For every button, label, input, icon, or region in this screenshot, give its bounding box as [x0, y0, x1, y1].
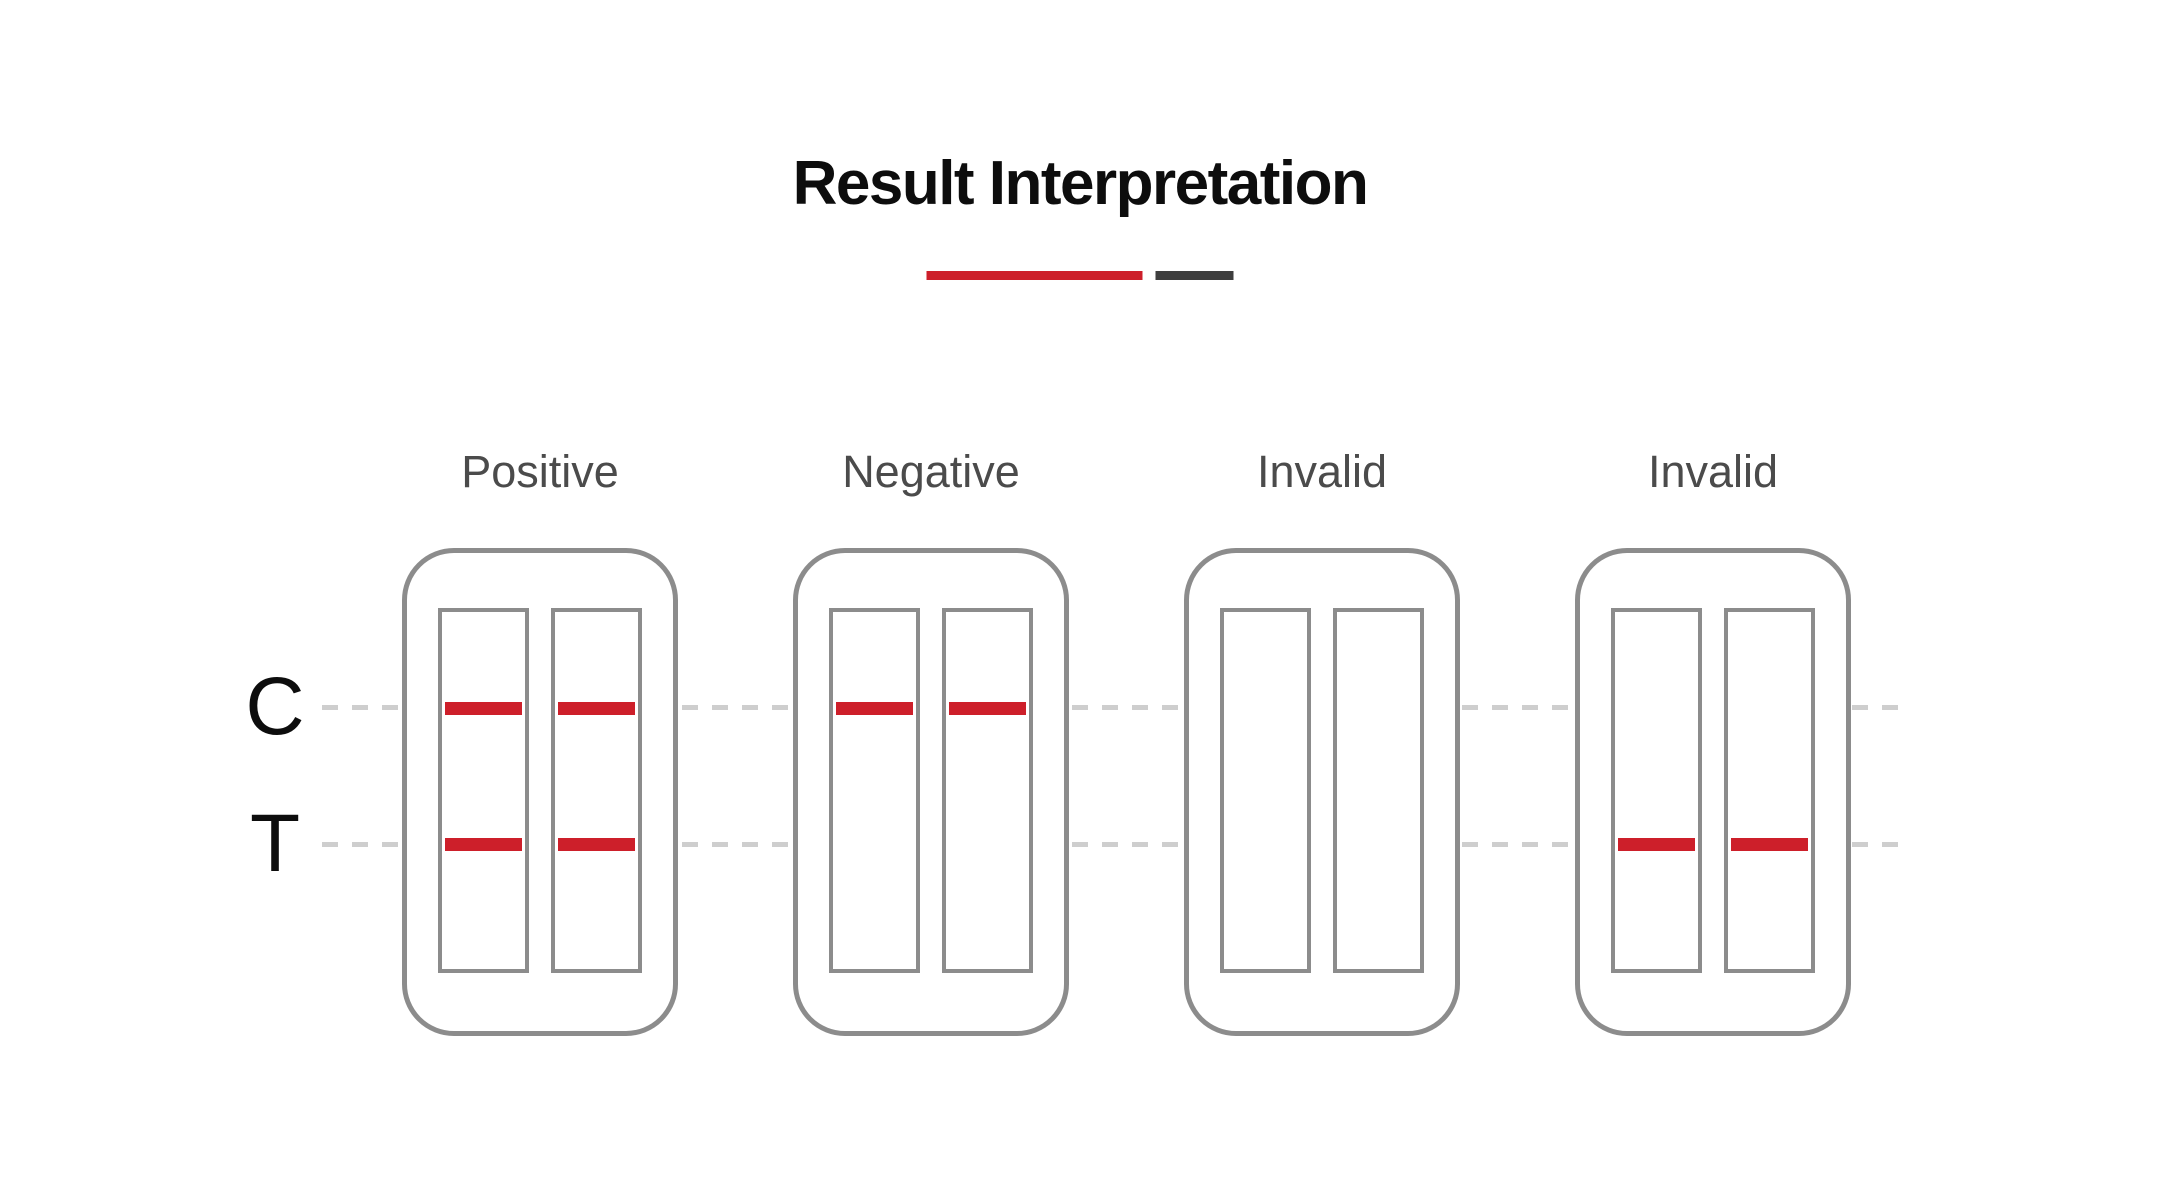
- t-line: [1618, 838, 1695, 851]
- test-cassette: [402, 548, 678, 1036]
- t-line: [1731, 838, 1808, 851]
- test-line-label: T: [249, 798, 301, 889]
- divider-red-bar: [926, 271, 1143, 280]
- test-strip: [1220, 608, 1311, 973]
- divider-dark-bar: [1155, 271, 1234, 280]
- c-dashed-guide-line: [322, 705, 1912, 710]
- c-line: [445, 702, 522, 715]
- control-line-label: C: [245, 661, 305, 752]
- test-strip: [1724, 608, 1815, 973]
- test-strip: [551, 608, 642, 973]
- cassette-slot: Positive: [402, 0, 678, 1200]
- c-line: [949, 702, 1026, 715]
- test-strip: [1611, 608, 1702, 973]
- test-strip: [829, 608, 920, 973]
- test-cassette: [1575, 548, 1851, 1036]
- cassette-slot: Invalid: [1575, 0, 1851, 1200]
- cassette-slot: Negative: [793, 0, 1069, 1200]
- page-title: Result Interpretation: [792, 149, 1369, 218]
- cassette-result-label: Invalid: [1647, 446, 1779, 497]
- test-cassette: [793, 548, 1069, 1036]
- cassette-result-label: Negative: [842, 446, 1020, 497]
- cassette-result-label: Invalid: [1256, 446, 1388, 497]
- t-line: [445, 838, 522, 851]
- cassette-slot: Invalid: [1184, 0, 1460, 1200]
- c-line: [836, 702, 913, 715]
- test-cassette: [1184, 548, 1460, 1036]
- t-line: [558, 838, 635, 851]
- cassette-result-label: Positive: [461, 446, 619, 497]
- title-divider: [926, 271, 1234, 280]
- t-dashed-guide-line: [322, 842, 1912, 847]
- test-strip: [942, 608, 1033, 973]
- test-strip: [438, 608, 529, 973]
- test-strip: [1333, 608, 1424, 973]
- c-line: [558, 702, 635, 715]
